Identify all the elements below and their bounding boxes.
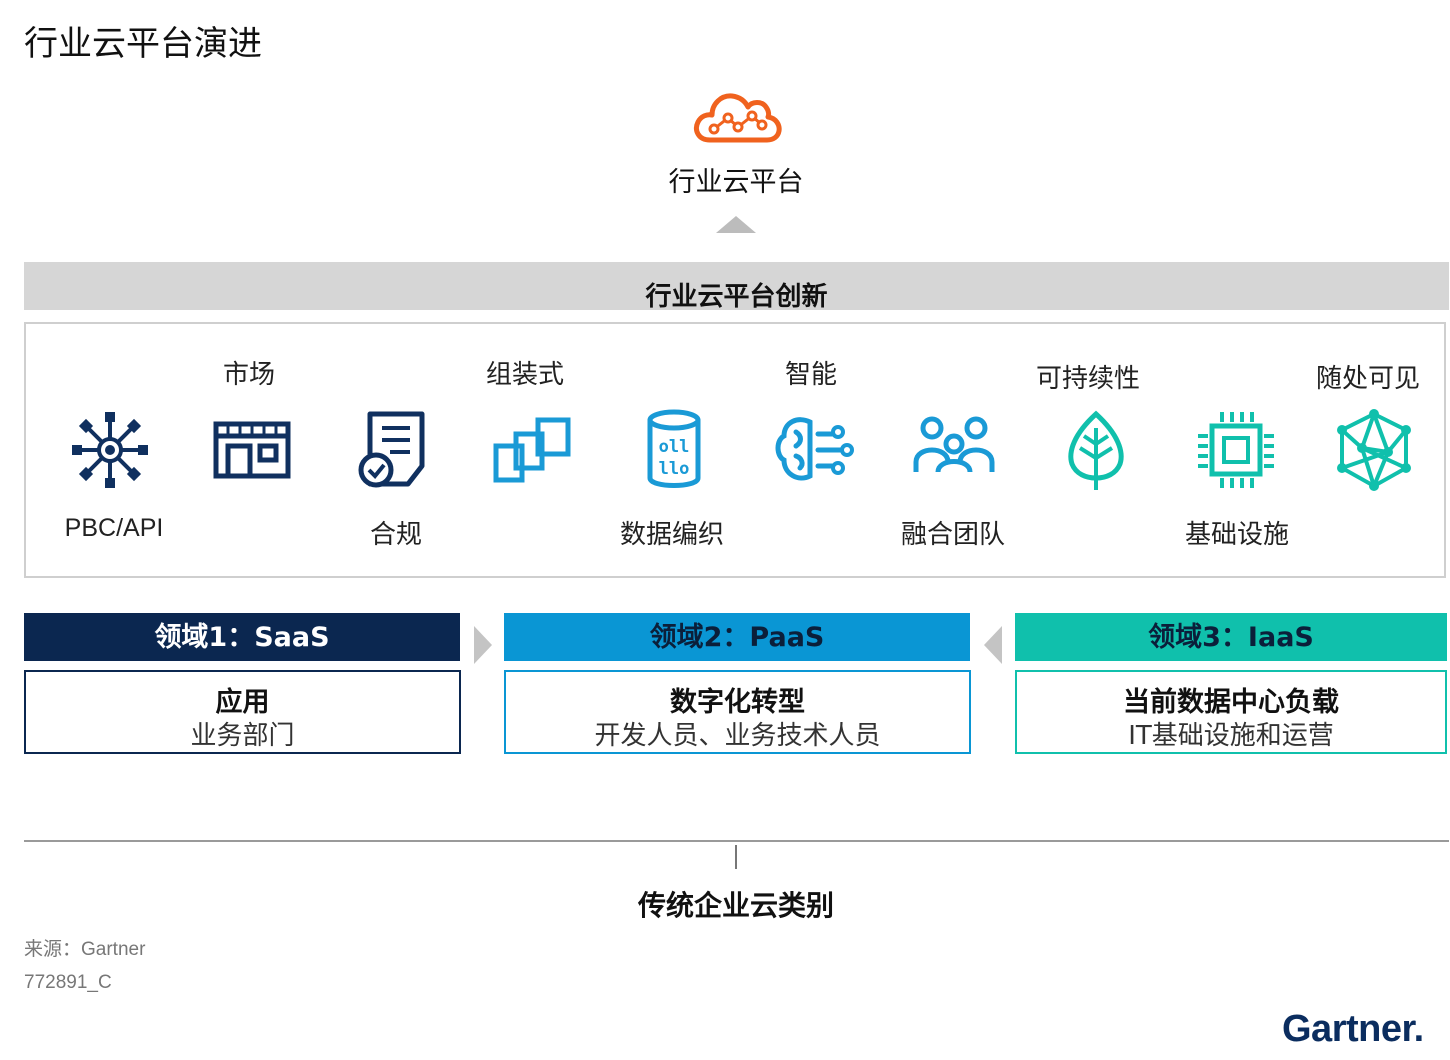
chevron-right-icon	[474, 626, 492, 664]
label-sustainability: 可持续性	[1035, 364, 1140, 394]
gartner-logo: Gartner.	[1282, 1008, 1424, 1050]
domain-2-header: 领域2：PaaS	[504, 613, 970, 661]
traditional-cloud-label: 传统企业云类别	[637, 889, 834, 922]
svg-text:oll: oll	[659, 437, 690, 457]
domain-1-line2: 业务部门	[190, 721, 295, 751]
domain-3-box: 当前数据中心负载 IT基础设施和运营	[1015, 670, 1447, 754]
platform-label: 行业云平台	[668, 167, 804, 198]
innovation-header-bar	[24, 262, 1449, 310]
innovation-title: 行业云平台创新	[645, 282, 828, 312]
domain-3-header: 领域3：IaaS	[1015, 613, 1447, 661]
domain-1-line1: 应用	[215, 687, 270, 718]
composable-blocks-icon	[493, 417, 571, 483]
domain-1-header: 领域1：SaaS	[24, 613, 460, 661]
page-title: 行业云平台演进	[24, 24, 262, 64]
data-fabric-icon: oll llo	[647, 409, 701, 488]
document-id: 772891_C	[24, 972, 112, 993]
label-infrastructure: 基础设施	[1184, 520, 1289, 550]
domain-2-box: 数字化转型 开发人员、业务技术人员	[504, 670, 971, 754]
domain-1-box: 应用 业务部门	[24, 670, 461, 754]
mesh-network-icon	[1337, 409, 1411, 491]
label-ubiquitous: 随处可见	[1315, 364, 1420, 394]
up-arrow-icon	[716, 216, 756, 233]
label-composable: 组装式	[485, 360, 564, 390]
label-data-fabric: 数据编织	[619, 520, 724, 550]
label-market: 市场	[222, 360, 275, 390]
leaf-icon	[1068, 410, 1124, 490]
compliance-document-icon	[358, 411, 425, 488]
fusion-team-icon	[913, 416, 995, 473]
label-intelligence: 智能	[784, 360, 837, 390]
baseline-divider	[24, 840, 1449, 842]
domain-3-line2: IT基础设施和运营	[1128, 721, 1334, 751]
chip-infrastructure-icon	[1198, 412, 1274, 488]
svg-text:llo: llo	[659, 459, 690, 479]
innovation-box	[24, 322, 1446, 578]
domain-2-line2: 开发人员、业务技术人员	[594, 721, 881, 751]
cloud-network-icon	[694, 93, 782, 143]
label-compliance: 合规	[369, 520, 422, 550]
label-pbc-api: PBC/API	[64, 514, 164, 542]
ai-brain-icon	[775, 417, 854, 481]
domain-3-line1: 当前数据中心负载	[1123, 687, 1339, 718]
baseline-tick	[735, 845, 737, 869]
pbc-api-network-icon	[72, 412, 148, 488]
label-fusion-team: 融合团队	[900, 520, 1005, 550]
chevron-left-icon	[984, 626, 1002, 664]
storefront-icon	[213, 421, 291, 479]
source-note: 来源：Gartner	[24, 939, 146, 960]
domain-2-line1: 数字化转型	[670, 687, 805, 718]
